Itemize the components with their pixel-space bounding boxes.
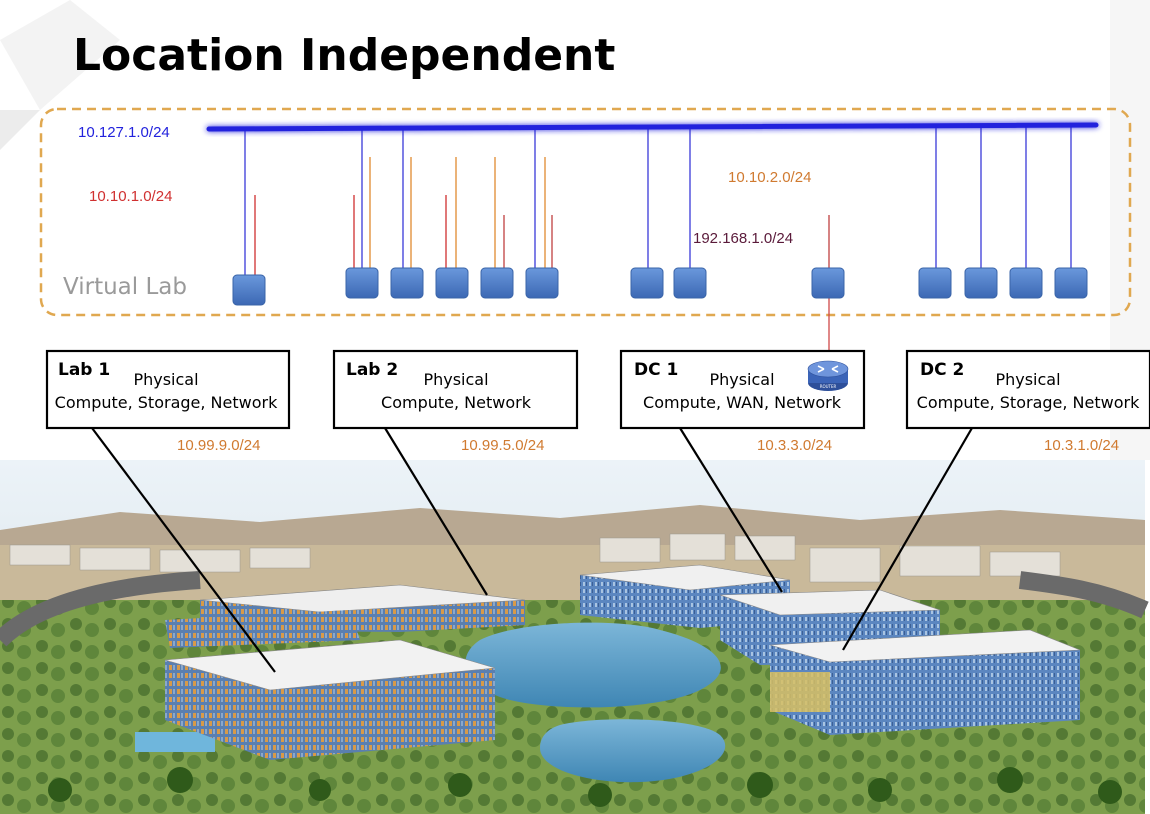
vm-node[interactable]	[525, 267, 559, 299]
network-label-10-10-1: 10.10.1.0/24	[89, 188, 172, 205]
router-icon-label: ROUTER	[820, 384, 837, 389]
site-box-dc2[interactable]: DC 2 Physical Compute, Storage, Network	[905, 349, 1150, 430]
site-pointers	[91, 427, 973, 673]
vm-node[interactable]	[345, 267, 379, 299]
vm-node[interactable]	[811, 267, 845, 299]
vm-node[interactable]	[1009, 267, 1043, 299]
site-line1: Physical	[423, 370, 488, 389]
campus-aerial-image	[0, 460, 1149, 814]
site-line1: Physical	[709, 370, 774, 389]
pointer-dc1	[679, 427, 783, 593]
network-label-192-168: 192.168.1.0/24	[693, 230, 793, 247]
site-box-lab1[interactable]: Lab 1 Physical Compute, Storage, Network	[45, 349, 291, 430]
vm-node[interactable]	[435, 267, 469, 299]
network-label-10-10-2: 10.10.2.0/24	[728, 169, 811, 186]
site-box-lab2[interactable]: Lab 2 Physical Compute, Network	[332, 349, 579, 430]
network-drops	[244, 126, 1072, 362]
site-subnet-dc1: 10.3.3.0/24	[757, 437, 832, 454]
site-line2: Compute, Storage, Network	[55, 393, 278, 412]
vm-nodes	[232, 267, 1088, 306]
vm-node[interactable]	[232, 274, 266, 306]
pointer-dc2	[842, 427, 973, 651]
vm-node[interactable]	[1054, 267, 1088, 299]
site-name: Lab 1	[58, 360, 110, 380]
bg-facet	[0, 110, 40, 150]
network-label-10-127: 10.127.1.0/24	[78, 124, 170, 141]
virtual-lab-label: Virtual Lab	[63, 274, 187, 300]
site-line1: Physical	[133, 370, 198, 389]
site-line2: Compute, Storage, Network	[917, 393, 1140, 412]
vm-node[interactable]	[630, 267, 664, 299]
site-subnet-dc2: 10.3.1.0/24	[1044, 437, 1119, 454]
virtual-lab-container	[39, 107, 1132, 317]
router-icon[interactable]: ROUTER	[807, 360, 849, 391]
vm-node[interactable]	[390, 267, 424, 299]
vm-node[interactable]	[918, 267, 952, 299]
network-bar-10-127	[206, 122, 1099, 132]
vm-node[interactable]	[480, 267, 514, 299]
pointer-lab2	[384, 427, 488, 596]
site-line2: Compute, Network	[381, 393, 532, 412]
site-name: Lab 2	[346, 360, 398, 380]
site-subnet-lab1: 10.99.9.0/24	[177, 437, 260, 454]
network-bars	[206, 122, 1099, 218]
vm-node[interactable]	[964, 267, 998, 299]
site-name: DC 2	[920, 360, 964, 380]
site-line1: Physical	[995, 370, 1060, 389]
page-title: Location Independent	[73, 30, 615, 81]
pointer-lab1	[91, 427, 276, 673]
site-name: DC 1	[634, 360, 678, 380]
site-line2: Compute, WAN, Network	[643, 393, 842, 412]
site-subnet-lab2: 10.99.5.0/24	[461, 437, 544, 454]
bg-facet	[0, 0, 120, 110]
vm-node[interactable]	[673, 267, 707, 299]
